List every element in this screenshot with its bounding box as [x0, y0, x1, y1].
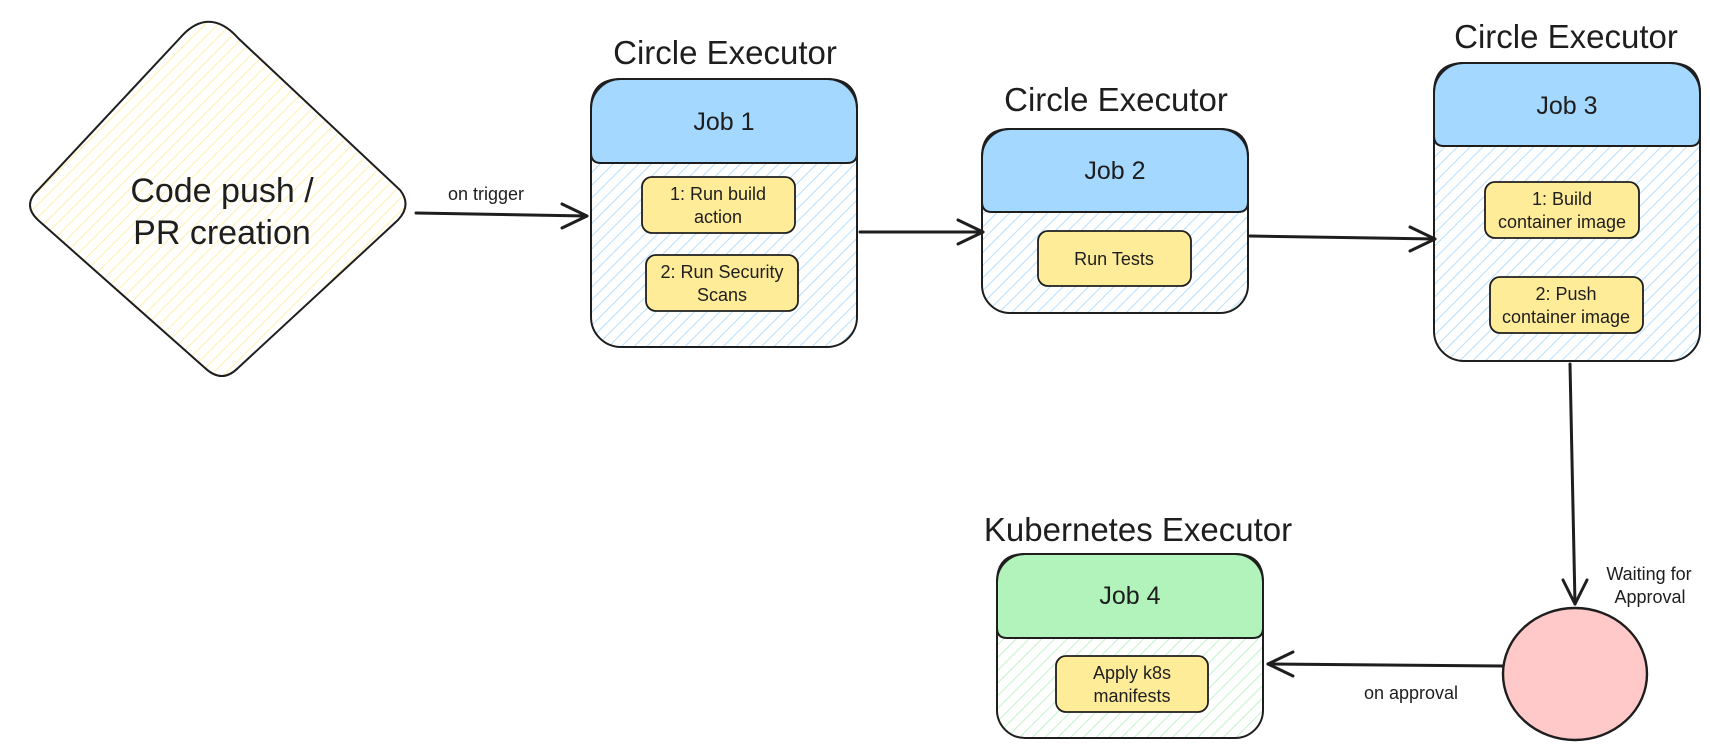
- executor-title: Circle Executor: [1454, 18, 1678, 55]
- step-label: container image: [1498, 212, 1626, 232]
- step-label: Apply k8s: [1093, 663, 1171, 683]
- step-run-tests: Run Tests: [1037, 230, 1192, 287]
- step-apply-manifests: Apply k8s manifests: [1055, 655, 1209, 713]
- executor-job2: Circle Executor Job 2 Run Tests: [981, 81, 1249, 314]
- on-approval-label: on approval: [1364, 683, 1458, 703]
- step-label: action: [694, 207, 742, 227]
- step-label: manifests: [1093, 686, 1170, 706]
- step-push-image: 2: Push container image: [1489, 276, 1644, 334]
- arrow-trigger-to-job1: on trigger: [414, 184, 589, 230]
- waiting-label-line-2: Approval: [1614, 587, 1685, 607]
- job-label: Job 3: [1536, 92, 1597, 120]
- step-label: 1: Run build: [670, 184, 766, 204]
- step-label: 2: Run Security: [660, 262, 783, 282]
- trigger-diamond: [29, 20, 407, 377]
- executor-outline: [1433, 62, 1701, 362]
- trigger-label-line-1: Code push /: [130, 172, 314, 210]
- step-security-scans: 2: Run Security Scans: [645, 254, 799, 312]
- trigger-node: Code push / PR creation: [29, 20, 407, 377]
- step-label: Scans: [697, 285, 747, 305]
- approval-gate: Waiting for Approval: [1501, 564, 1692, 742]
- arrow-job2-to-job3: [1248, 225, 1437, 253]
- executor-title: Circle Executor: [1004, 81, 1228, 118]
- approval-circle: [1501, 606, 1649, 742]
- executor-job1: Circle Executor Job 1 1: Run build actio…: [590, 34, 858, 348]
- executor-outline: [996, 553, 1264, 739]
- step-run-build: 1: Run build action: [641, 176, 796, 234]
- executor-job4: Kubernetes Executor Job 4 Apply k8s mani…: [984, 511, 1292, 739]
- arrow-approval-to-job4: on approval: [1266, 650, 1505, 703]
- executor-job3: Circle Executor Job 3 1: Build container…: [1433, 18, 1701, 362]
- executor-title: Circle Executor: [613, 34, 837, 71]
- arrow-job3-to-approval: [1561, 362, 1589, 606]
- job-label: Job 4: [1099, 582, 1160, 610]
- step-label: 2: Push: [1535, 284, 1596, 304]
- executor-outline: [981, 128, 1249, 314]
- waiting-label-line-1: Waiting for: [1606, 564, 1691, 584]
- step-build-image: 1: Build container image: [1484, 181, 1640, 239]
- executor-outline: [590, 78, 858, 348]
- on-trigger-label: on trigger: [448, 184, 524, 204]
- step-label: 1: Build: [1532, 189, 1592, 209]
- job-label: Job 2: [1084, 157, 1145, 185]
- trigger-label-line-2: PR creation: [133, 214, 311, 252]
- arrow-job1-to-job2: [858, 218, 985, 246]
- job-label: Job 1: [693, 108, 754, 136]
- step-label: container image: [1502, 307, 1630, 327]
- executor-title: Kubernetes Executor: [984, 511, 1292, 548]
- step-label: Run Tests: [1074, 249, 1154, 269]
